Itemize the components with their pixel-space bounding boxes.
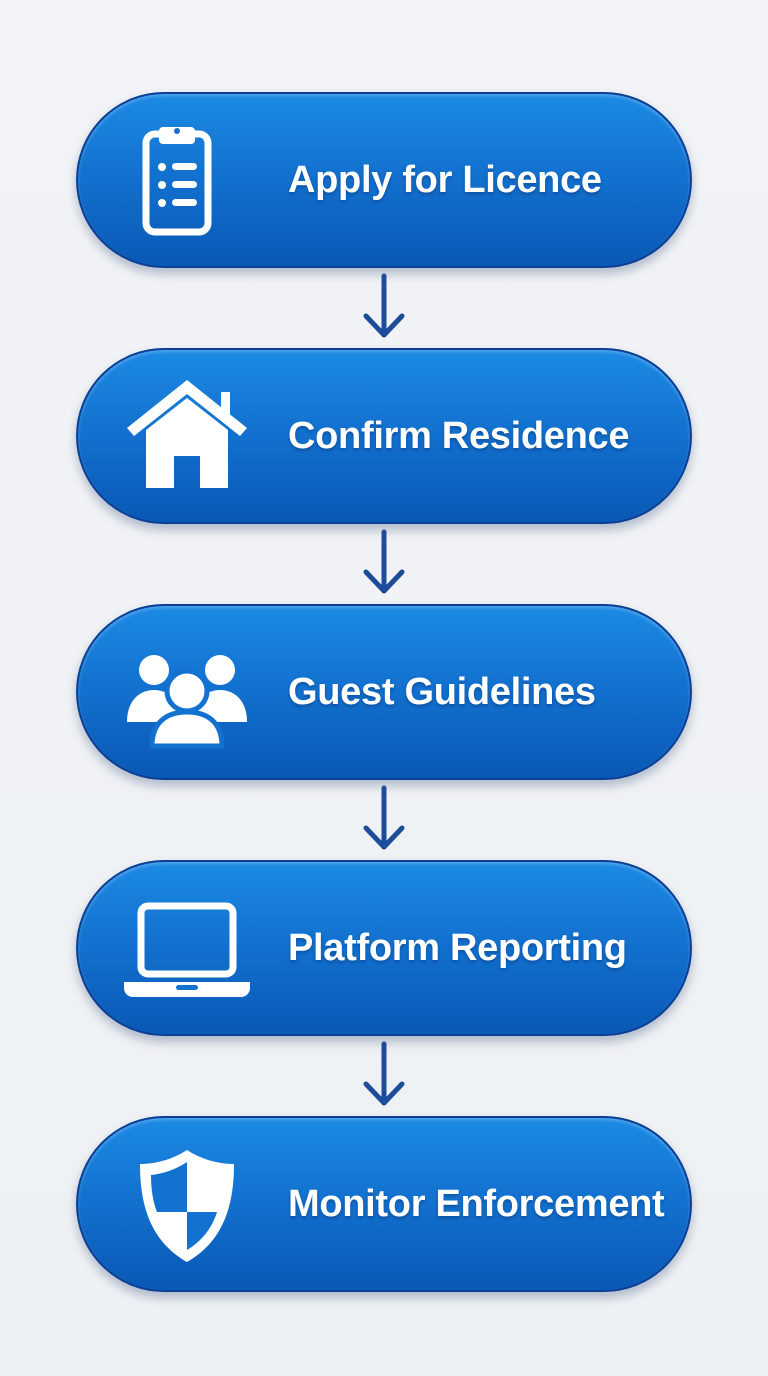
step-label: Guest Guidelines: [288, 671, 596, 713]
step-label: Confirm Residence: [288, 415, 630, 457]
arrow-down-icon: [359, 1040, 409, 1110]
step-guest-guidelines: Guest Guidelines: [76, 604, 692, 780]
shield-icon: [122, 1146, 252, 1266]
arrow-down-icon: [359, 528, 409, 598]
house-icon: [122, 378, 252, 498]
step-monitor-enforcement: Monitor Enforcement: [76, 1116, 692, 1292]
arrow-down-icon: [359, 784, 409, 854]
step-label: Platform Reporting: [288, 927, 627, 969]
clipboard-icon: [122, 122, 252, 242]
laptop-icon: [122, 890, 252, 1010]
step-platform-reporting: Platform Reporting: [76, 860, 692, 1036]
arrow-down-icon: [359, 272, 409, 342]
people-icon: [122, 634, 252, 754]
step-apply-for-licence: Apply for Licence: [76, 92, 692, 268]
step-confirm-residence: Confirm Residence: [76, 348, 692, 524]
step-label: Monitor Enforcement: [288, 1183, 665, 1225]
step-label: Apply for Licence: [288, 159, 602, 201]
